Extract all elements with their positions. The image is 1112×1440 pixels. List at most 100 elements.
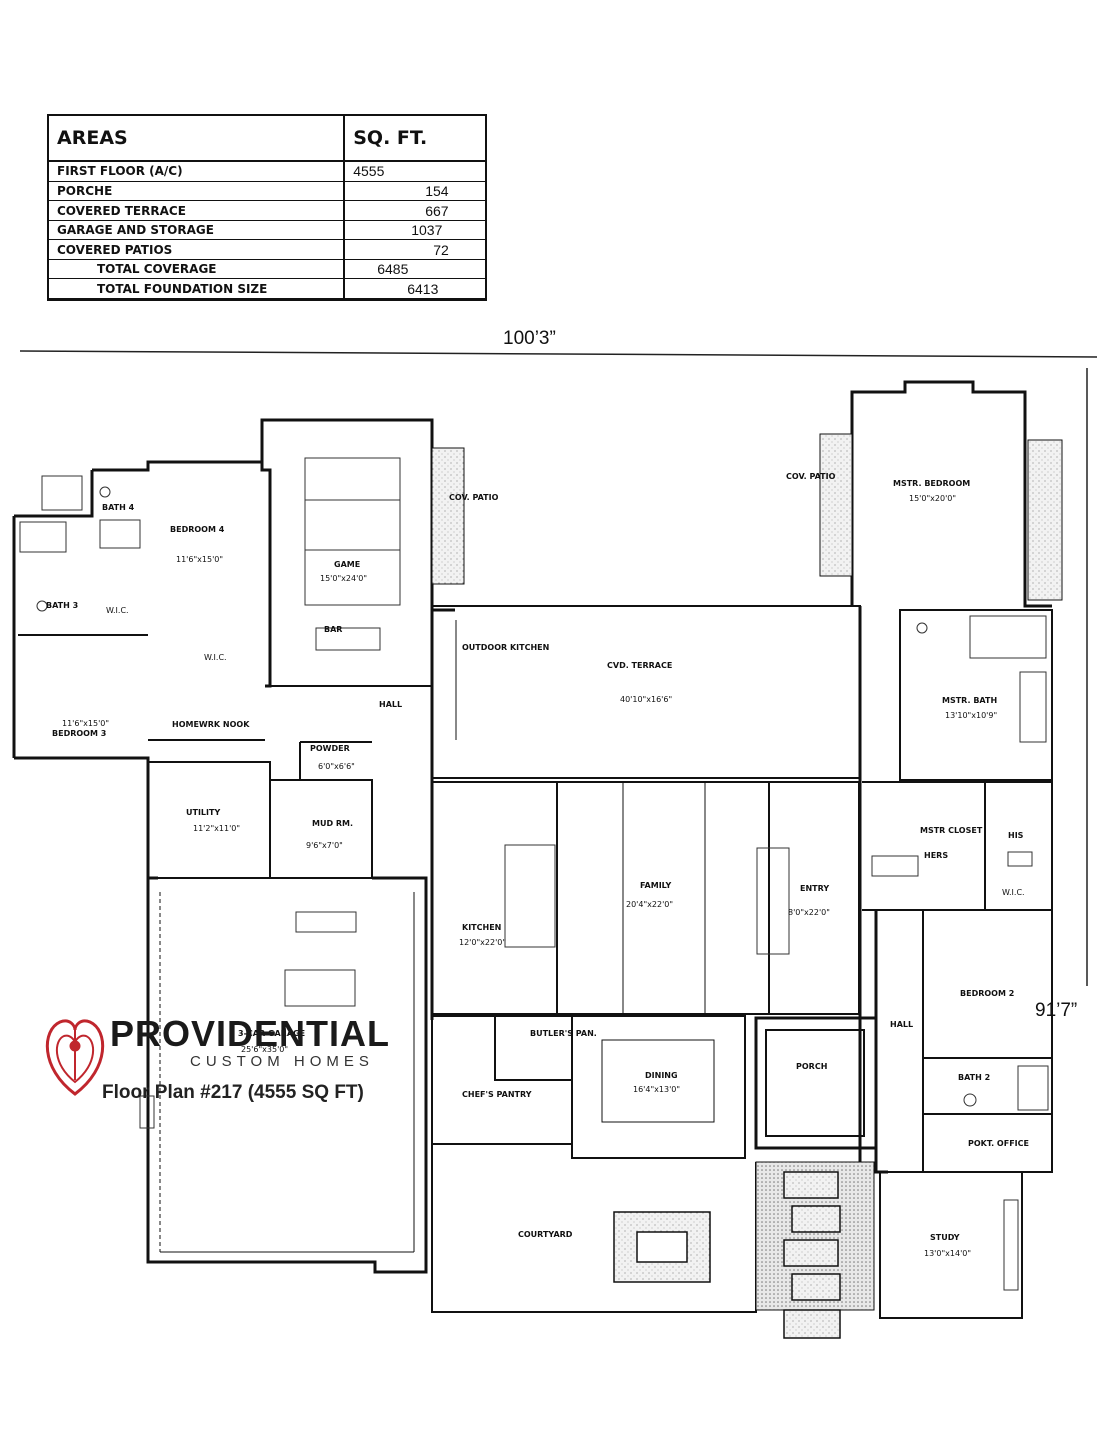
room-label-bath4: BATH 4 xyxy=(102,503,135,512)
bath3-wall xyxy=(14,470,94,518)
area-label: COVERED TERRACE xyxy=(49,200,345,221)
cov-patio-right-fill xyxy=(819,433,853,577)
master-tub xyxy=(1019,671,1047,743)
areas-header-value: SQ. FT. xyxy=(343,116,485,162)
width-dimension: 100’3” xyxy=(503,328,556,349)
room-dim-bedroom4: 11'6"x15'0" xyxy=(176,555,223,564)
heart-logo-icon xyxy=(45,1019,105,1096)
room-label-powder: POWDER xyxy=(310,744,350,753)
master-shower xyxy=(969,615,1047,659)
room-label-mstr-bedroom: MSTR. BEDROOM xyxy=(893,479,970,488)
area-value: 6413 xyxy=(343,278,485,299)
family-wall xyxy=(556,781,770,1015)
room-label-mstr-bath: MSTR. BATH xyxy=(942,696,997,705)
study-wall xyxy=(879,1171,1023,1319)
area-value: 4555 xyxy=(343,161,485,182)
right-hall-wall xyxy=(874,910,888,1174)
bath2-shower xyxy=(1017,1065,1049,1111)
mstr-closet-island xyxy=(871,855,919,877)
study-window xyxy=(1003,1199,1019,1291)
room-label-hers: HERS xyxy=(924,851,948,860)
room-label-courtyard: COURTYARD xyxy=(518,1230,573,1239)
left-wing-wall xyxy=(92,460,272,688)
room-label-cvd-terrace: CVD. TERRACE xyxy=(607,661,672,670)
room-dim-family: 20'4"x22'0" xyxy=(626,900,673,909)
kitchen-island xyxy=(504,844,556,948)
room-dim-mstr-bath: 13'10"x10'9" xyxy=(945,711,997,720)
room-label-wic-left1: W.I.C. xyxy=(106,606,129,615)
room-label-game: GAME xyxy=(334,560,360,569)
room-label-outdoor-kitchen: OUTDOOR KITCHEN xyxy=(462,643,549,652)
room-dim-utility: 11'2"x11'0" xyxy=(193,824,240,833)
room-label-bedroom2: BEDROOM 2 xyxy=(960,989,1014,998)
mstr-bath-wall xyxy=(899,609,1053,781)
room-dim-study: 13'0"x14'0" xyxy=(924,1249,971,1258)
area-label: TOTAL FOUNDATION SIZE xyxy=(49,278,345,299)
room-label-porch: PORCH xyxy=(796,1062,827,1071)
area-value: 154 xyxy=(343,181,485,202)
room-dim-powder: 6'0"x6'6" xyxy=(318,762,355,771)
garage-door-left xyxy=(139,1095,155,1129)
room-label-bath3: BATH 3 xyxy=(46,601,78,610)
room-label-kitchen: KITCHEN xyxy=(462,923,501,932)
room-label-garage: 3-CAR GARAGE xyxy=(238,1029,305,1038)
area-label: PORCHE xyxy=(49,181,345,202)
room-label-mudrm: MUD RM. xyxy=(312,819,353,828)
butlers-wall xyxy=(494,1015,573,1081)
bar-counter xyxy=(315,627,381,651)
stepping-stones xyxy=(783,1171,841,1339)
room-dim-bedroom3: 11'6"x15'0" xyxy=(62,719,109,728)
porch-inner xyxy=(765,1029,865,1137)
room-label-bath2: BATH 2 xyxy=(958,1073,990,1082)
room-label-bedroom4: BEDROOM 4 xyxy=(170,525,225,534)
room-dim-cvd-terrace: 40'10"x16'6" xyxy=(620,695,672,704)
fireplace xyxy=(756,847,790,955)
room-label-wic-right: W.I.C. xyxy=(1002,888,1025,897)
bath4-shower xyxy=(41,475,83,511)
room-dim-garage: 25'6"x35'0" xyxy=(241,1045,288,1054)
room-label-mstr-closet: MSTR CLOSET xyxy=(920,826,983,835)
room-label-entry: ENTRY xyxy=(800,884,829,893)
bedroom2-wall xyxy=(922,909,1053,1173)
areas-table: AREAS SQ. FT. FIRST FLOOR (A/C)4555 PORC… xyxy=(47,114,487,301)
room-dim-kitchen: 12'0"x22'0" xyxy=(459,938,506,947)
room-label-bedroom3: BEDROOM 3 xyxy=(52,729,106,738)
fountain-basin xyxy=(636,1231,688,1263)
room-dim-entry: 8'0"x22'0" xyxy=(788,908,830,917)
his-desk xyxy=(1007,851,1033,867)
room-label-bar: BAR xyxy=(324,625,342,634)
garage-storage xyxy=(284,969,356,1007)
game-wall xyxy=(260,418,455,612)
room-dim-mudrm: 9'6"x7'0" xyxy=(306,841,343,850)
table-row: FIRST FLOOR (A/C)4555 xyxy=(49,161,485,182)
master-side-patio xyxy=(1027,439,1063,601)
room-label-butlers: BUTLER'S PAN. xyxy=(530,1029,597,1038)
room-label-dining: DINING xyxy=(645,1071,678,1080)
room-dim-game: 15'0"x24'0" xyxy=(320,574,367,583)
room-label-chefs: CHEF'S PANTRY xyxy=(462,1090,532,1099)
room-label-family: FAMILY xyxy=(640,881,672,890)
areas-header-row: AREAS SQ. FT. xyxy=(49,116,485,162)
room-label-homework: HOMEWRK NOOK xyxy=(172,720,250,729)
room-label-pocket-office: POKT. OFFICE xyxy=(968,1139,1029,1148)
area-label: COVERED PATIOS xyxy=(49,239,345,260)
area-label: GARAGE AND STORAGE xyxy=(49,220,345,241)
plan-title: Floor Plan #217 (4555 SQ FT) xyxy=(102,1082,364,1103)
cvd-terrace-outline xyxy=(431,605,861,779)
bedroom3-wall xyxy=(14,756,158,880)
brand-name: PROVIDENTIAL xyxy=(110,1013,391,1054)
porch-outer xyxy=(754,1016,878,1150)
room-label-hall-right: HALL xyxy=(890,1020,913,1029)
room-label-cov-patio-right: COV. PATIO xyxy=(786,472,836,481)
garage-skylight xyxy=(295,911,357,933)
area-label: FIRST FLOOR (A/C) xyxy=(49,161,345,182)
garage-wall xyxy=(146,876,428,1274)
area-label: TOTAL COVERAGE xyxy=(49,259,345,280)
bath3-shower xyxy=(19,521,67,553)
